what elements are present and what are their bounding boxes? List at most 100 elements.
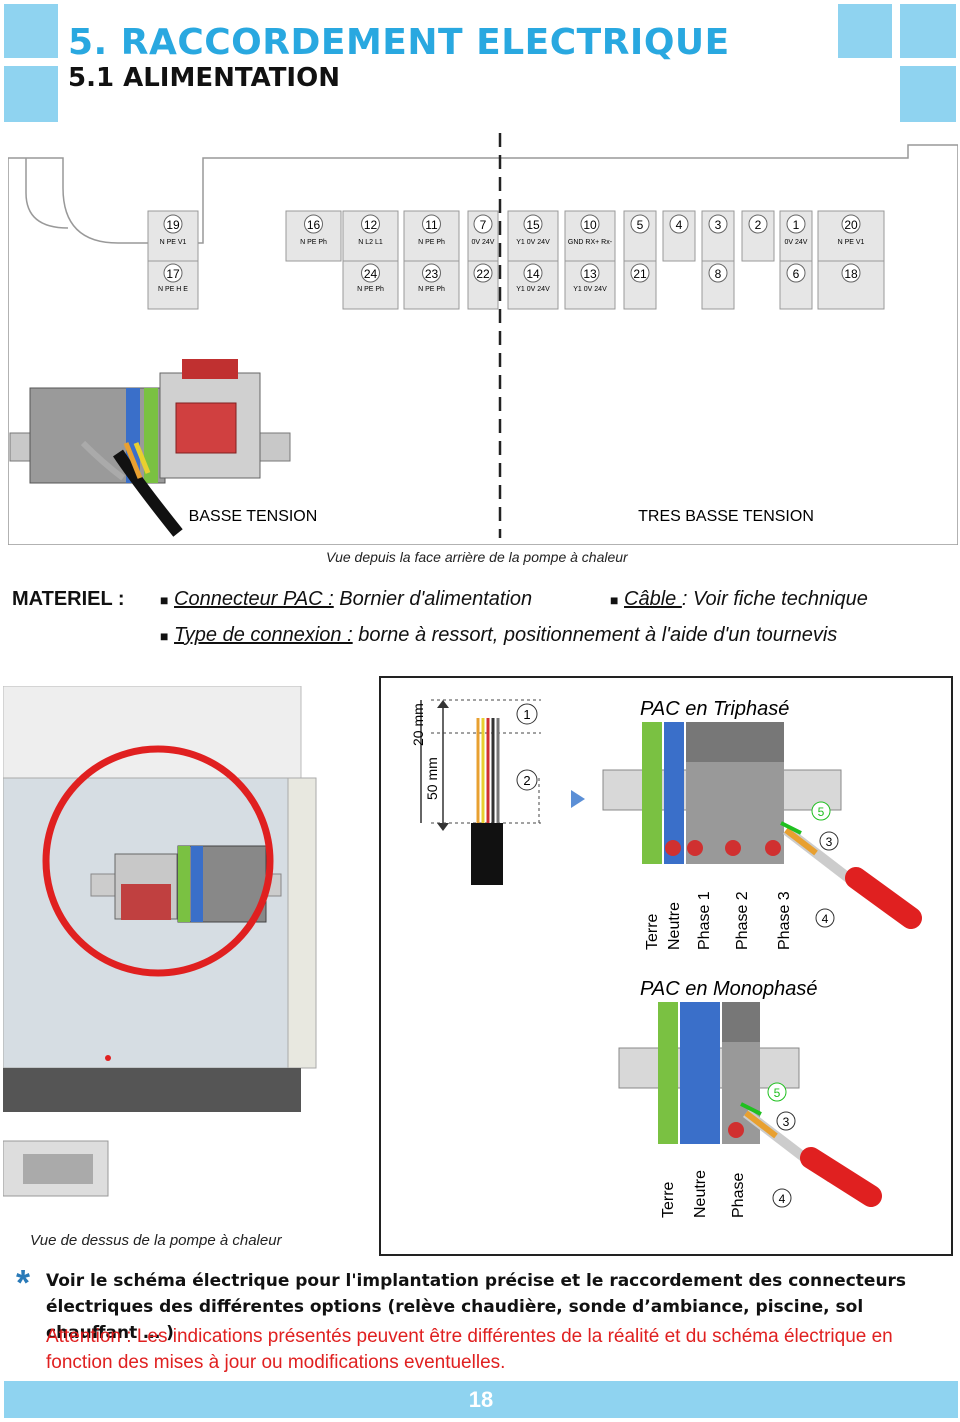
triphase-terminal-block: [602, 722, 922, 929]
triphase-title: PAC en Triphasé: [640, 698, 789, 720]
corner-square: [4, 4, 58, 58]
low-voltage-label: BASSE TENSION: [189, 508, 318, 525]
monophase-labels: Terre Neutre Phase: [660, 1170, 747, 1218]
connector-number: 24: [364, 267, 378, 281]
phase-label: Phase 2: [734, 891, 751, 950]
connector-pins: N PE Ph: [300, 239, 327, 246]
step-1-number: 1: [523, 707, 530, 722]
step-4-number: 4: [779, 1192, 786, 1206]
connector-number: 20: [844, 218, 858, 232]
corner-square: [4, 66, 58, 122]
bullet: ■: [160, 592, 169, 608]
connector-number: 12: [364, 218, 378, 232]
phase-label: Neutre: [692, 1170, 709, 1218]
connection-value: borne à ressort, positionnement à l'aide…: [352, 624, 838, 646]
connector-number: 16: [307, 218, 321, 232]
connector-pins: 0V 24V: [785, 239, 808, 246]
connection-diagram: 20 mm 50 mm 1 2 PAC en Triphasé 5 3 4 Te…: [410, 698, 922, 1218]
connector-number: 17: [166, 267, 180, 281]
connector-number: 6: [793, 267, 800, 281]
very-low-voltage-label: TRES BASSE TENSION: [638, 508, 814, 525]
dim-20mm-label: 20 mm: [410, 703, 426, 746]
top-view-diagram: [3, 686, 317, 1197]
connector-number: 18: [844, 267, 858, 281]
section-title: 5.1 ALIMENTATION: [68, 63, 340, 93]
terminal-bank: [9, 359, 291, 537]
materiel-item-cable: ■ Câble : Voir fiche technique: [610, 588, 868, 611]
footer-bar: 18: [4, 1381, 958, 1418]
triphase-labels: Terre Neutre Phase 1 Phase 2 Phase 3: [644, 891, 793, 950]
connector-number: 3: [715, 218, 722, 232]
materiel-label: MATERIEL :: [12, 588, 125, 610]
connector-pins: GND RX+ Rx-: [568, 239, 613, 246]
step-2-number: 2: [523, 773, 530, 788]
asterisk-icon: *: [16, 1262, 31, 1303]
phase-label: Neutre: [666, 902, 683, 950]
connector-number: 11: [425, 218, 438, 232]
connector-number: 22: [476, 267, 490, 281]
connector-number: 5: [637, 218, 644, 232]
arrow-right-icon: [571, 790, 585, 808]
connector-pins: N PE V1: [160, 239, 187, 246]
connector-pins: N PE V1: [838, 239, 865, 246]
monophase-title: PAC en Monophasé: [640, 978, 818, 1000]
connector-pins: 0V 24V: [472, 239, 495, 246]
connector-value: Bornier d'alimentation: [333, 588, 533, 610]
monophase-terminal-block: [618, 1002, 882, 1207]
step-3-number: 3: [826, 835, 833, 849]
connector-row-bottom: 17 N PE H E 24 N PE Ph 23 N PE Ph 22 14 Y1 0V 24…: [147, 260, 885, 310]
connection-diagram-frame: [379, 676, 953, 1256]
dim-50mm-label: 50 mm: [424, 757, 440, 800]
connector-pins: Y1 0V 24V: [573, 286, 607, 293]
connector-number: 7: [480, 218, 487, 232]
connector-number: 2: [755, 218, 762, 232]
connector-number: 13: [583, 267, 597, 281]
bullet: ■: [610, 592, 619, 608]
phase-label: Phase 1: [696, 891, 713, 950]
step-5-number: 5: [818, 805, 825, 819]
connector-pins: N PE Ph: [418, 286, 445, 293]
connector-number: 19: [166, 218, 180, 232]
step-5-number: 5: [774, 1086, 781, 1100]
connector-number: 8: [715, 267, 722, 281]
connector-number: 21: [633, 267, 647, 281]
connector-pins: N PE Ph: [418, 239, 445, 246]
corner-square: [900, 66, 956, 122]
connector-number: 4: [676, 218, 683, 232]
cable-strip: [420, 699, 541, 885]
top-view-caption: Vue de dessus de la pompe à chaleur: [30, 1232, 282, 1249]
corner-square: [900, 4, 956, 58]
cable-value: : Voir fiche technique: [681, 588, 868, 610]
connector-pins: Y1 0V 24V: [516, 286, 550, 293]
connector-pins: N PE H E: [158, 286, 188, 293]
bullet: ■: [160, 628, 169, 644]
phase-label: Phase 3: [776, 891, 793, 950]
connector-number: 1: [793, 218, 800, 232]
page-number: 18: [468, 1387, 494, 1412]
connector-number: 23: [425, 267, 439, 281]
step-4-number: 4: [822, 912, 829, 926]
connection-key: Type de connexion :: [174, 624, 353, 646]
corner-square: [838, 4, 892, 58]
warning-text: Attention : Les indications présentés pe…: [46, 1326, 893, 1373]
connector-number: 15: [526, 218, 540, 232]
connector-key: Connecteur PAC :: [174, 588, 334, 610]
connector-number: 10: [583, 218, 597, 232]
connector-pins: N L2 L1: [358, 239, 383, 246]
phase-label: Terre: [660, 1181, 677, 1218]
page-title: 5. RACCORDEMENT ELECTRIQUE: [68, 22, 730, 63]
materiel-item-connection: ■ Type de connexion : borne à ressort, p…: [160, 624, 837, 647]
rear-view-caption: Vue depuis la face arrière de la pompe à…: [326, 549, 628, 565]
materiel-item-connector: ■ Connecteur PAC : Bornier d'alimentatio…: [160, 588, 532, 611]
phase-label: Phase: [730, 1173, 747, 1218]
highlight-circle: [42, 745, 274, 977]
note-text: Voir le schéma électrique pour l'implant…: [46, 1271, 907, 1343]
connector-pins: Y1 0V 24V: [516, 239, 550, 246]
connector-number: 14: [526, 267, 540, 281]
connector-pins: N PE Ph: [357, 286, 384, 293]
phase-label: Terre: [644, 913, 661, 950]
step-3-number: 3: [783, 1115, 790, 1129]
cable-key: Câble: [624, 588, 682, 610]
